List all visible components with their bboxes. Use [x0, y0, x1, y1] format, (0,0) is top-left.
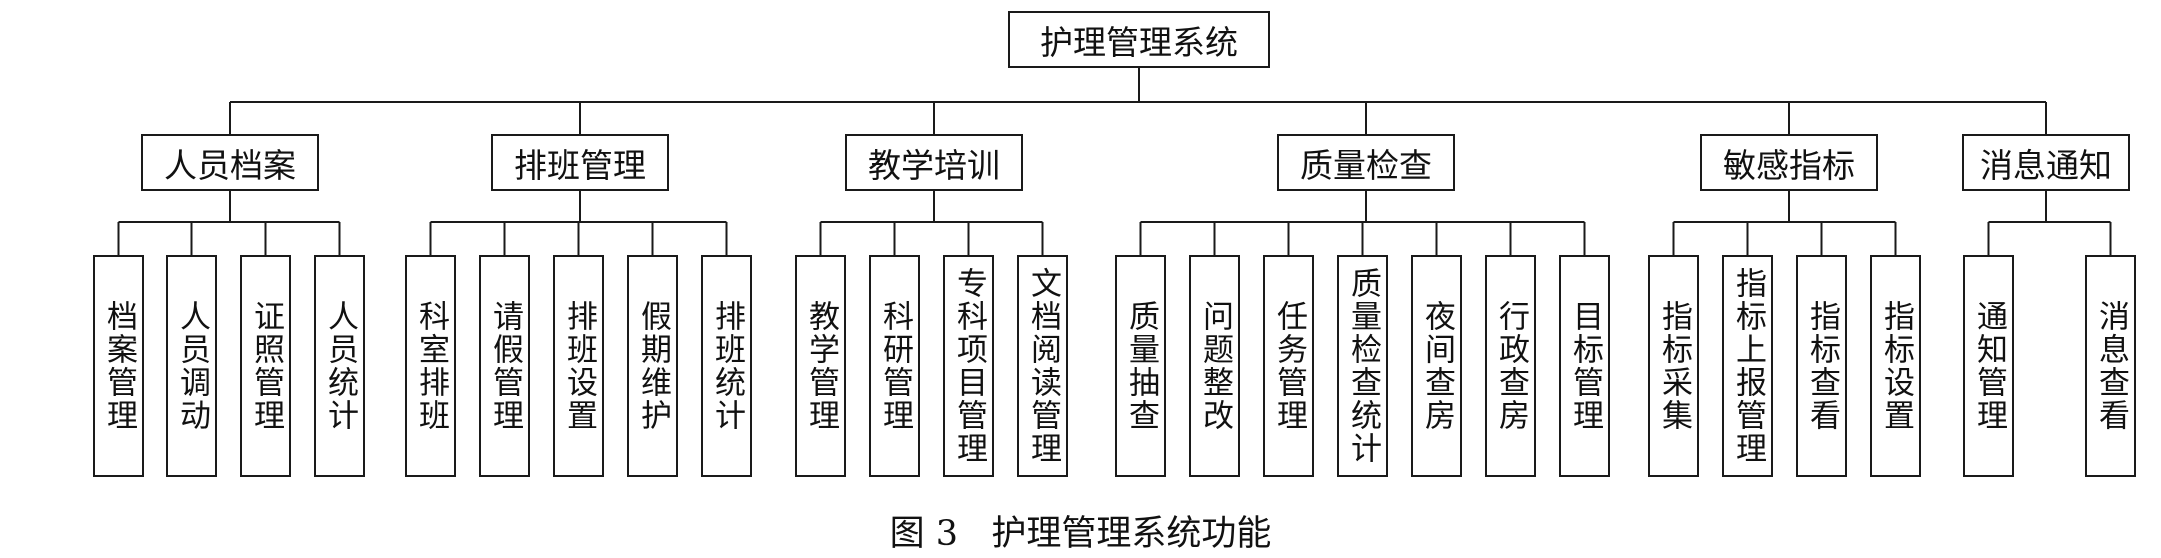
- leaf-node: 质量抽查: [1115, 255, 1166, 477]
- leaf-node: 夜间查房: [1411, 255, 1462, 477]
- leaf-node: 人员调动: [166, 255, 217, 477]
- leaf-node: 指标查看: [1796, 255, 1847, 477]
- branch-node-notifications: 消息通知: [1962, 134, 2130, 191]
- leaf-node: 通知管理: [1963, 255, 2014, 477]
- root-node: 护理管理系统: [1008, 11, 1270, 68]
- leaf-node: 目标管理: [1559, 255, 1610, 477]
- leaf-node: 排班统计: [701, 255, 752, 477]
- branch-node-personnel-records: 人员档案: [141, 134, 319, 191]
- leaf-node: 人员统计: [314, 255, 365, 477]
- leaf-node: 请假管理: [479, 255, 530, 477]
- leaf-node: 消息查看: [2085, 255, 2136, 477]
- leaf-node: 任务管理: [1263, 255, 1314, 477]
- leaf-node: 指标上报管理: [1722, 255, 1773, 477]
- leaf-node: 行政查房: [1485, 255, 1536, 477]
- leaf-node: 假期维护: [627, 255, 678, 477]
- branch-node-teaching-training: 教学培训: [845, 134, 1023, 191]
- leaf-node: 科研管理: [869, 255, 920, 477]
- leaf-node: 档案管理: [93, 255, 144, 477]
- branch-node-quality-inspection: 质量检查: [1277, 134, 1455, 191]
- branch-node-sensitive-indicators: 敏感指标: [1700, 134, 1878, 191]
- leaf-node: 科室排班: [405, 255, 456, 477]
- leaf-node: 指标采集: [1648, 255, 1699, 477]
- leaf-node: 证照管理: [240, 255, 291, 477]
- leaf-node: 排班设置: [553, 255, 604, 477]
- leaf-node: 问题整改: [1189, 255, 1240, 477]
- branch-node-scheduling: 排班管理: [491, 134, 669, 191]
- leaf-node: 教学管理: [795, 255, 846, 477]
- leaf-node: 指标设置: [1870, 255, 1921, 477]
- leaf-node: 文档阅读管理: [1017, 255, 1068, 477]
- figure-caption: 图 3 护理管理系统功能: [889, 514, 1272, 554]
- leaf-node: 专科项目管理: [943, 255, 994, 477]
- leaf-node: 质量检查统计: [1337, 255, 1388, 477]
